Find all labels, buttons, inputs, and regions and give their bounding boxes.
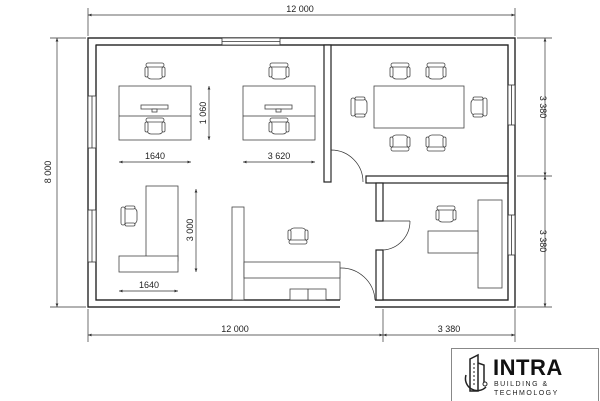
dim-desk-width-3: 1640 xyxy=(139,280,159,290)
l-desk xyxy=(118,185,179,273)
dim-bottom-left: 12 000 xyxy=(221,324,249,334)
manager-desk xyxy=(427,199,503,289)
dim-left-height: 8 000 xyxy=(43,161,53,184)
dim-desk-depth: 1 060 xyxy=(198,102,208,125)
logo-name: INTRA xyxy=(493,355,563,380)
walls xyxy=(87,37,516,309)
dim-bottom-right: 3 380 xyxy=(438,324,461,334)
dim-desk-width-1: 1640 xyxy=(145,151,165,161)
dim-desk-length: 3 000 xyxy=(185,219,195,242)
door-entrance xyxy=(339,267,376,301)
logo-line2: TECHMOLOGY xyxy=(494,390,559,397)
logo-line1: BUILDING & xyxy=(494,381,549,388)
dimension-labels: 12 000 8 000 3 380 3 380 12 000 3 380 16… xyxy=(43,4,548,334)
dim-right-upper: 3 380 xyxy=(538,96,548,119)
door-office xyxy=(382,220,411,251)
meeting-table xyxy=(350,62,488,152)
company-logo: INTRA BUILDING & TECHMOLOGY xyxy=(451,348,599,401)
partition-wall-1 xyxy=(323,44,332,183)
reception-desk xyxy=(231,206,341,301)
workstation-2 xyxy=(242,62,316,141)
partition-wall-2 xyxy=(365,175,509,184)
dim-desk-width-2: 3 620 xyxy=(268,151,291,161)
workstation-1 xyxy=(118,62,192,141)
dimension-lines xyxy=(50,8,552,342)
building-icon xyxy=(464,353,488,392)
door-meeting xyxy=(330,149,364,183)
dim-top-width: 12 000 xyxy=(286,4,314,14)
dim-right-lower: 3 380 xyxy=(538,230,548,253)
